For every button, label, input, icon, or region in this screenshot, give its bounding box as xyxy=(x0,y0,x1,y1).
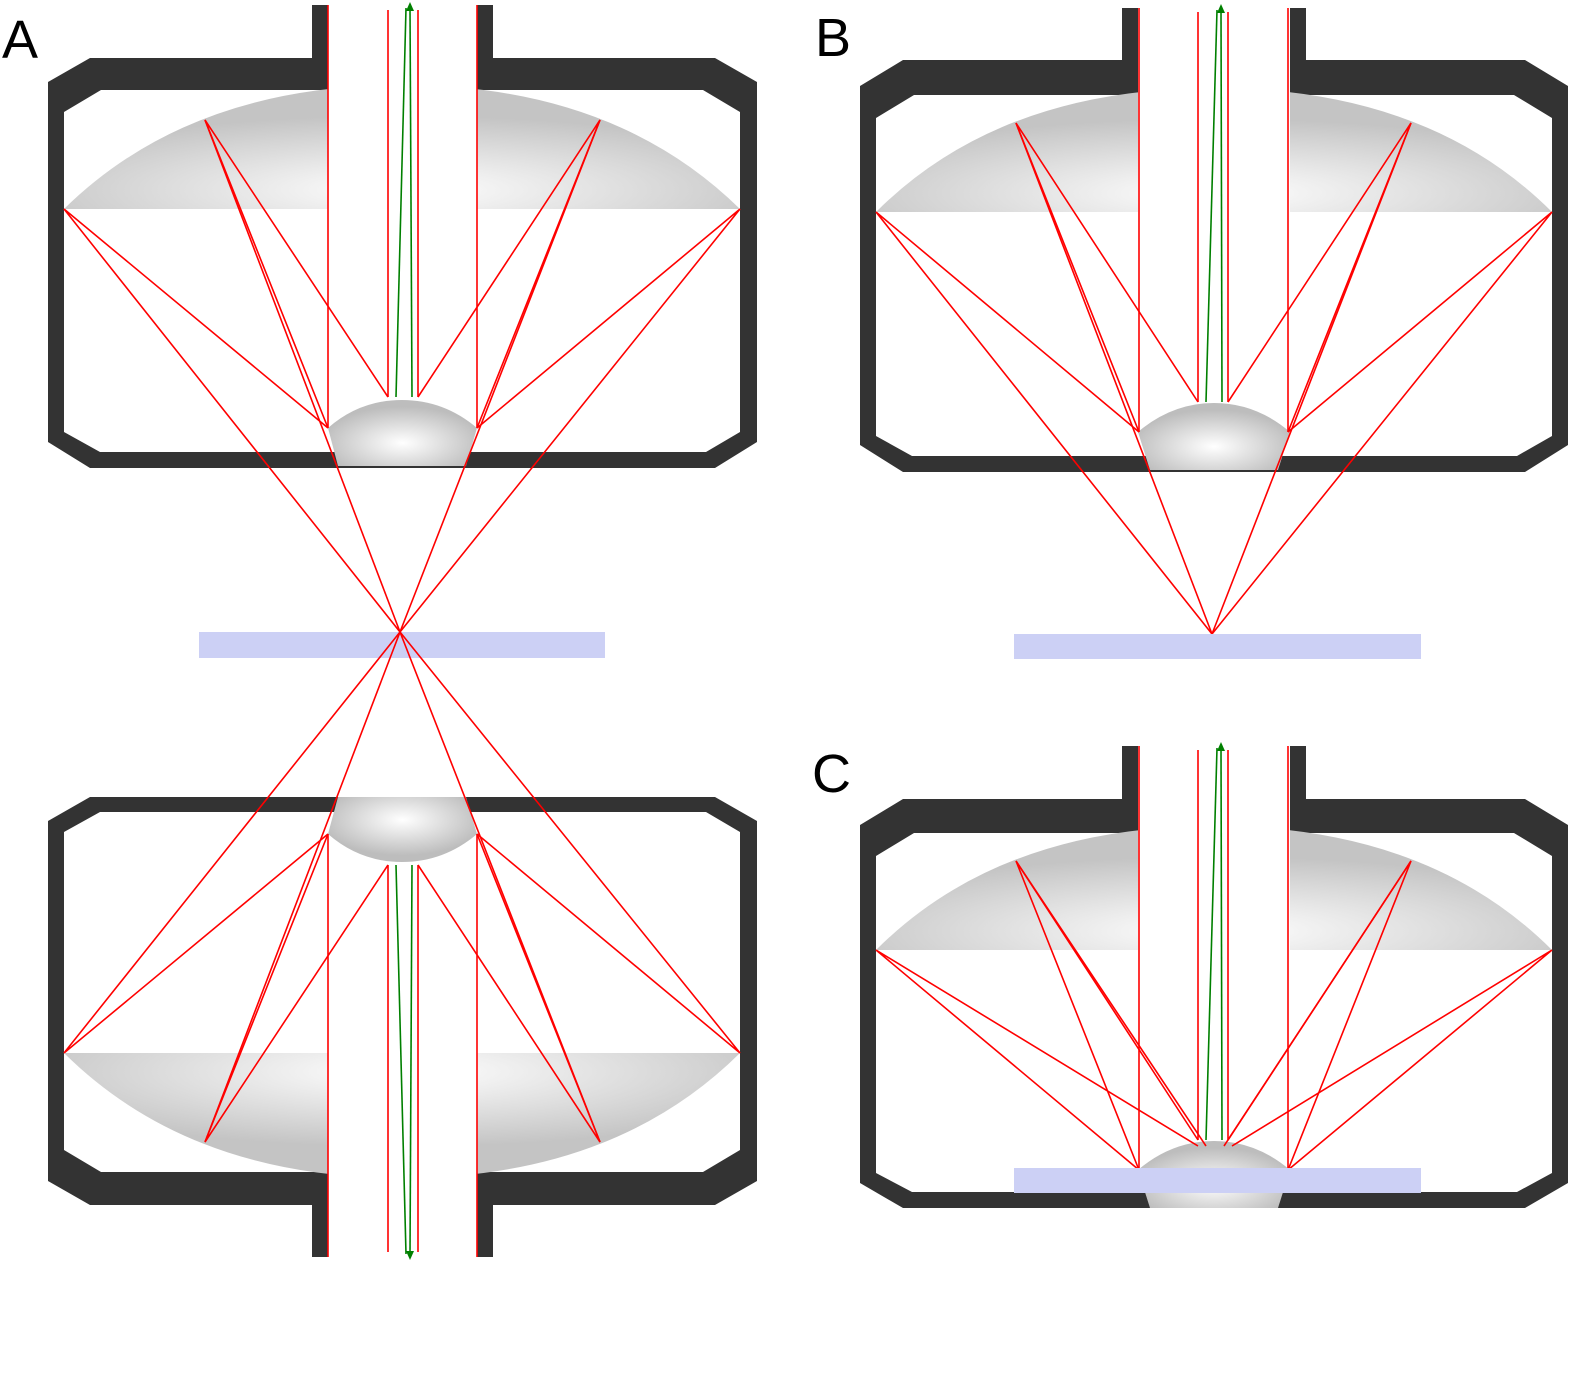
objective-c xyxy=(860,742,1568,1208)
axial-ray xyxy=(395,2,414,398)
panel-c: C xyxy=(812,742,1568,1208)
panel-b: B xyxy=(815,4,1568,659)
panel-label-c: C xyxy=(812,744,851,804)
arrow-up-icon xyxy=(1217,4,1225,13)
ray-paths xyxy=(875,8,1553,635)
arrow-down-icon xyxy=(406,1251,414,1260)
objective-a-bottom xyxy=(48,631,757,1260)
arrow-up-icon xyxy=(406,2,414,11)
axial-ray xyxy=(1205,742,1225,1141)
axial-ray xyxy=(395,864,414,1260)
ray-paths xyxy=(63,631,741,1257)
secondary-mirror xyxy=(328,797,477,862)
sample-plate-b xyxy=(1014,634,1421,659)
ray-paths xyxy=(63,5,741,633)
arrow-up-icon xyxy=(1217,742,1225,751)
secondary-mirror xyxy=(1138,403,1290,470)
objective-a-top xyxy=(48,2,757,633)
panel-label-b: B xyxy=(815,8,851,68)
ray-paths xyxy=(875,746,1553,1171)
sample-plate-c xyxy=(1014,1168,1421,1193)
secondary-mirror xyxy=(328,400,477,466)
panel-label-a: A xyxy=(2,10,38,70)
axial-ray xyxy=(1205,4,1225,403)
objective-b xyxy=(860,4,1568,635)
panel-a: A xyxy=(2,2,757,1260)
